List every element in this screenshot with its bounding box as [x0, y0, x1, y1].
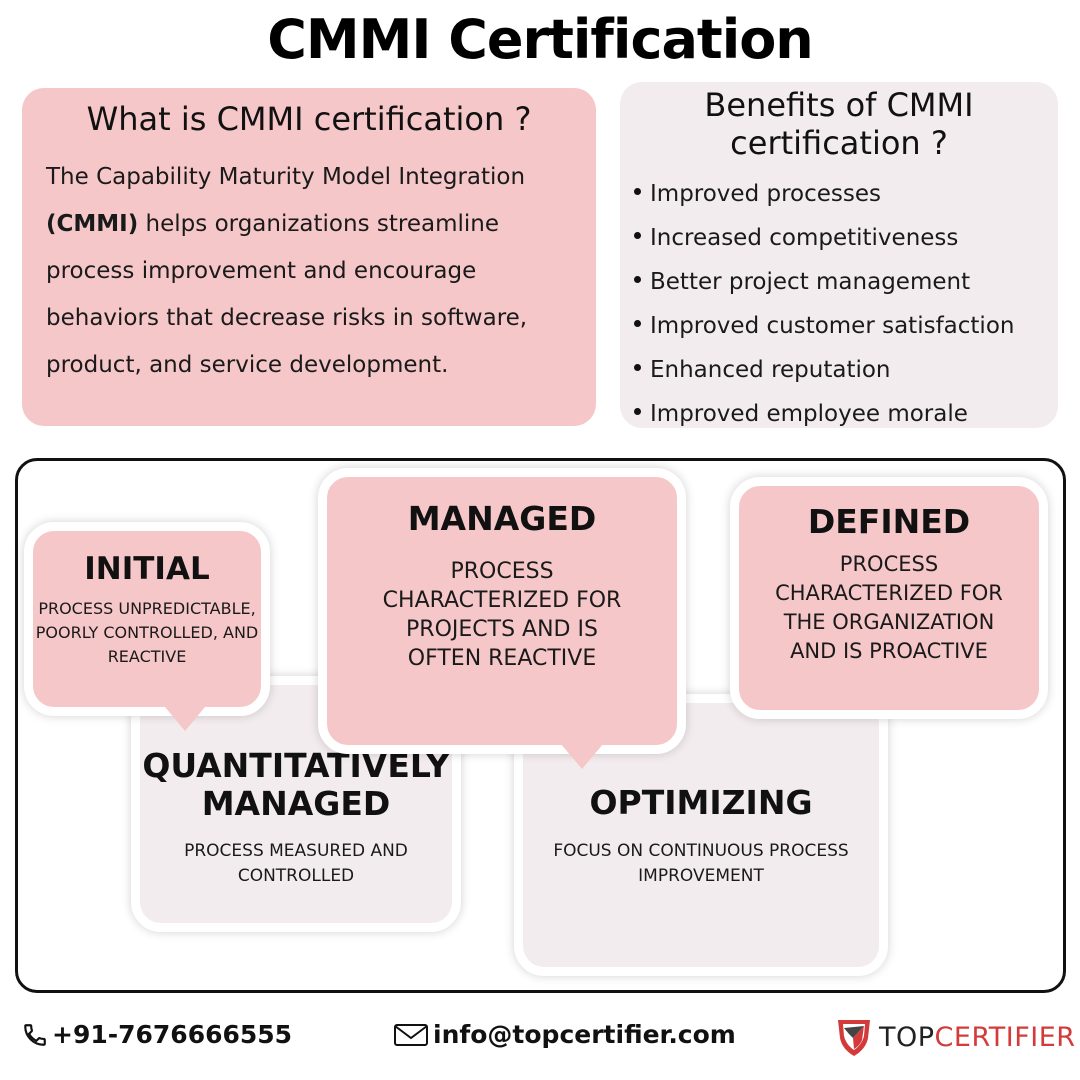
benefit-label: Improved processes — [650, 181, 881, 207]
logo-text-top: TOP — [879, 1021, 935, 1053]
what-text-bold: (CMMI) — [46, 211, 139, 237]
list-item: Improved processes — [634, 172, 1058, 216]
what-text-end: helps organizations streamline process i… — [46, 211, 528, 378]
bullet-icon — [634, 408, 641, 415]
benefit-label: Improved employee morale — [650, 401, 968, 427]
shield-logo-icon — [838, 1020, 870, 1056]
envelope-icon — [394, 1023, 428, 1046]
benefit-label: Improved customer satisfaction — [650, 313, 1015, 339]
maturity-levels-frame — [15, 458, 1066, 993]
what-text-start: The Capability Maturity Model Integratio… — [46, 164, 526, 190]
level-initial-desc: PROCESS UNPREDICTABLE, POORLY CONTROLLED… — [35, 599, 259, 666]
list-item: Improved customer satisfaction — [634, 304, 1058, 348]
logo-wordmark: TOPCERTIFIER — [879, 1022, 1076, 1053]
level-managed-bubble: MANAGED PROCESS CHARACTERIZED FOR PROJEC… — [318, 468, 686, 754]
bullet-icon — [634, 320, 641, 327]
bubble-tail — [165, 707, 205, 731]
benefits-heading-line1: Benefits of CMMI — [704, 86, 974, 124]
benefit-label: Better project management — [650, 269, 971, 295]
level-managed-desc: PROCESS CHARACTERIZED FOR PROJECTS AND I… — [382, 559, 622, 671]
footer-phone[interactable]: +91-7676666555 — [22, 1020, 292, 1049]
level-initial-bubble: INITIAL PROCESS UNPREDICTABLE, POORLY CO… — [24, 522, 270, 716]
level-optimizing-desc: FOCUS ON CONTINUOUS PROCESS IMPROVEMENT — [553, 841, 849, 886]
list-item: Better project management — [634, 260, 1058, 304]
benefits-heading-line2: certification ? — [730, 124, 948, 162]
level-optimizing-title: OPTIMIZING — [589, 783, 813, 822]
benefits-list: Improved processes Increased competitive… — [620, 162, 1058, 436]
bullet-icon — [634, 364, 641, 371]
list-item: Improved employee morale — [634, 392, 1058, 436]
what-is-cmmi-card: What is CMMI certification ? The Capabil… — [22, 88, 596, 426]
email-address: info@topcertifier.com — [433, 1020, 736, 1049]
logo-text-certifier: CERTIFIER — [934, 1021, 1076, 1053]
level-defined-desc: PROCESS CHARACTERIZED FOR THE ORGANIZATI… — [775, 552, 1003, 663]
level-defined-bubble: DEFINED PROCESS CHARACTERIZED FOR THE OR… — [730, 477, 1048, 719]
level-initial-title: INITIAL — [84, 551, 210, 587]
bullet-icon — [634, 276, 641, 283]
bullet-icon — [634, 232, 641, 239]
what-is-cmmi-text: The Capability Maturity Model Integratio… — [22, 138, 596, 389]
phone-number: +91-7676666555 — [52, 1020, 293, 1049]
footer-email[interactable]: info@topcertifier.com — [393, 1020, 736, 1049]
level-defined-title: DEFINED — [807, 502, 971, 541]
benefit-label: Enhanced reputation — [650, 357, 891, 383]
list-item: Enhanced reputation — [634, 348, 1058, 392]
benefit-label: Increased competitiveness — [650, 225, 959, 251]
list-item: Increased competitiveness — [634, 216, 1058, 260]
level-managed-title: MANAGED — [407, 499, 597, 538]
bubble-tail — [560, 743, 604, 769]
page-title: CMMI Certification — [267, 8, 814, 71]
bullet-icon — [634, 188, 641, 195]
level-quantitatively-managed-title: QUANTITATIVELY MANAGED — [140, 747, 452, 823]
phone-icon — [24, 1023, 46, 1046]
topcertifier-logo: TOPCERTIFIER — [835, 1016, 1076, 1058]
benefits-heading: Benefits of CMMI certification ? — [620, 86, 1058, 162]
what-is-cmmi-heading: What is CMMI certification ? — [86, 100, 532, 138]
benefits-card: Benefits of CMMI certification ? Improve… — [620, 82, 1058, 428]
quant-title-line2: MANAGED — [201, 784, 391, 823]
level-quantitatively-managed-desc: PROCESS MEASURED AND CONTROLLED — [184, 841, 408, 886]
